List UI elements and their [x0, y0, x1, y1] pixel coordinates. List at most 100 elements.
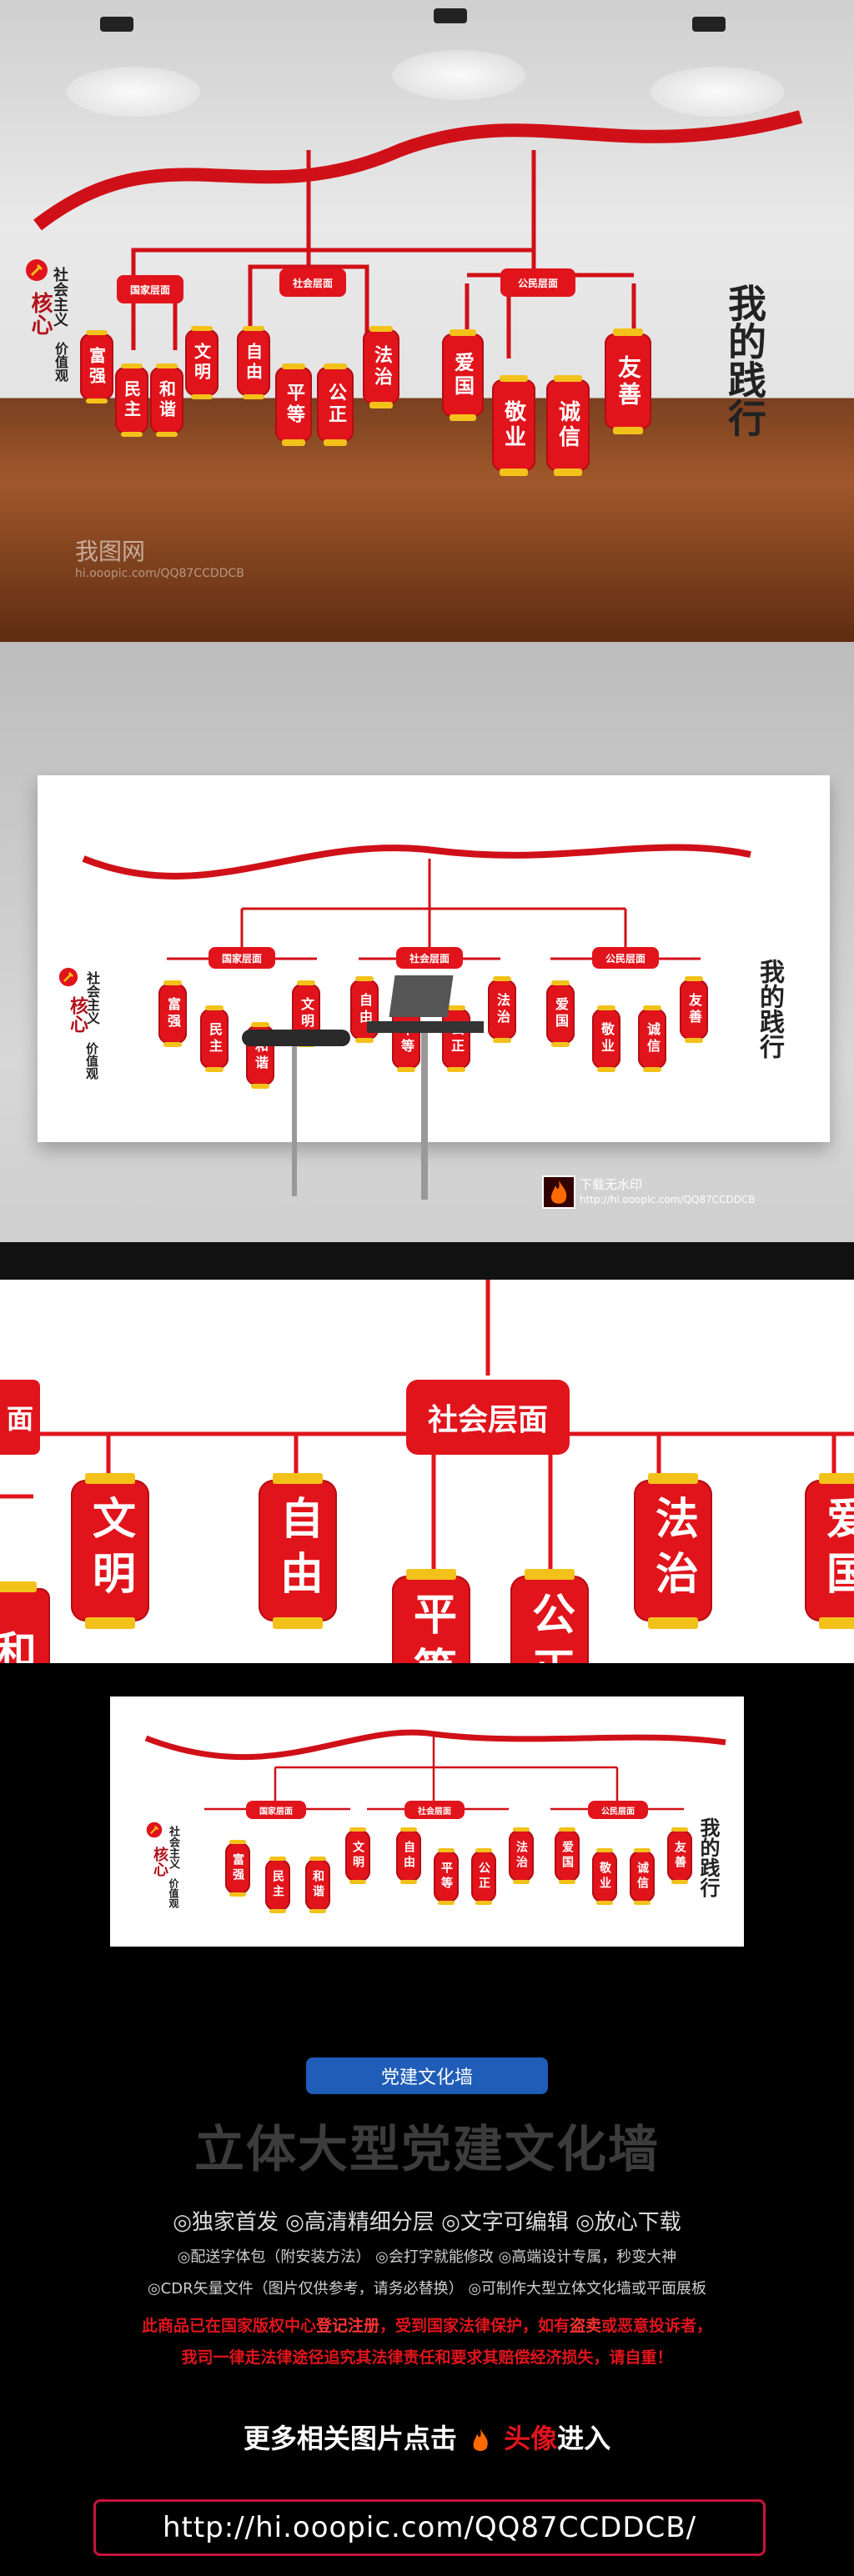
value-lantern: 敬业	[592, 1005, 620, 1072]
value-lantern: 爱国	[546, 980, 575, 1047]
value-lantern: 敬业	[492, 374, 535, 476]
value-lantern: 法治	[509, 1827, 534, 1885]
download-url[interactable]: http://hi.ooopic.com/QQ87CCDDCB	[580, 1194, 756, 1205]
value-lantern: 爱国	[805, 1472, 854, 1629]
shop-url[interactable]: http://hi.ooopic.com/QQ87CCDDCB/	[93, 2499, 766, 2556]
high-table	[367, 1021, 484, 1033]
watermark-logo: 我图网	[75, 538, 146, 565]
value-lantern: 文明	[185, 326, 219, 400]
level-badge-citizen: 公民层面	[592, 947, 659, 969]
slogan-core: 核心	[67, 996, 88, 1033]
hammer-sickle-icon	[58, 967, 78, 987]
more-text: 进入	[557, 2423, 611, 2454]
value-lantern: 和	[0, 1581, 50, 1663]
light-glow	[67, 67, 200, 117]
value-lantern: 诚信	[546, 374, 590, 476]
light-glow	[392, 50, 525, 100]
wall-frame	[33, 110, 803, 358]
slogan-values: 价值观	[84, 1042, 99, 1080]
value-lantern: 自由	[396, 1827, 421, 1885]
flat-board-frame	[144, 1729, 726, 1811]
hammer-sickle-icon	[146, 1822, 163, 1838]
promo-features: ◎独家首发 ◎高清精细分层 ◎文字可编辑 ◎放心下载	[173, 2210, 681, 2235]
bar-stool	[242, 1030, 350, 1046]
value-lantern: 自由	[237, 326, 270, 400]
calligraphy-my-practice: 我的践行	[755, 959, 784, 1059]
more-text: 更多相关图片点击	[243, 2423, 457, 2454]
spotlight	[100, 17, 133, 32]
level-badge-country: 国家层面	[117, 275, 183, 303]
value-lantern: 民主	[265, 1856, 290, 1914]
value-lantern: 自由	[259, 1472, 337, 1629]
wall-render-3d: 国家层面 社会层面 公民层面 富强 民主 和谐 文明 自由 平等 公正 法治 爱…	[0, 0, 854, 642]
table-leg	[421, 1033, 428, 1200]
value-lantern: 诚信	[638, 1005, 666, 1072]
value-lantern: 敬业	[592, 1847, 617, 1906]
download-label: 下载无水印	[580, 1177, 643, 1192]
value-lantern: 法治	[363, 325, 399, 408]
value-lantern: 诚信	[630, 1847, 655, 1906]
light-glow	[651, 67, 784, 117]
calligraphy-my-practice: 我的践行	[722, 283, 767, 437]
promo-features-3: ◎CDR矢量文件（图片仅供参考，请务必替换） ◎可制作大型立体文化墙或平面展板	[147, 2280, 707, 2298]
promo-section: 国家层面 社会层面 公民层面 富强 民主 和谐 文明 自由 平等 公正 法治 爱…	[0, 1663, 854, 2576]
value-lantern: 友善	[667, 1827, 692, 1885]
legal-notice-2: 我司一律走法律途径追究其法律责任和要求其赔偿经济损失，请自重！	[181, 2348, 673, 2367]
value-lantern: 爱国	[555, 1827, 580, 1885]
value-lantern: 民主	[115, 363, 148, 438]
level-badge-partial: 面	[0, 1380, 40, 1455]
value-lantern: 公正	[317, 363, 354, 446]
avatar-link-text[interactable]: 头像	[504, 2423, 558, 2454]
watermark-url: hi.ooopic.com/QQ87CCDDCB	[75, 567, 244, 580]
value-lantern: 富强	[225, 1839, 250, 1897]
legal-text: ，受到国家法律保护，如有	[379, 2317, 570, 2335]
board-frame	[82, 844, 751, 960]
more-images-link[interactable]: 更多相关图片点击 头像进入	[0, 2418, 854, 2456]
value-lantern: 富强	[158, 980, 187, 1047]
legal-highlight: 登记注册	[315, 2317, 379, 2335]
level-badge-society: 社会层面	[279, 268, 346, 297]
value-lantern: 富强	[80, 330, 113, 404]
value-lantern: 平等	[275, 363, 312, 446]
value-lantern: 平等	[434, 1847, 459, 1906]
laptop	[389, 975, 454, 1017]
value-lantern: 文明	[345, 1827, 370, 1885]
level-badge-country: 国家层面	[208, 947, 275, 969]
calligraphy-my-practice: 我的践行	[696, 1817, 721, 1897]
detail-closeup: 面 社会层面 和 文明 自由 平等 公正 法治 爱国	[0, 1280, 854, 1663]
level-badge-citizen: 公民层面	[500, 268, 575, 297]
fire-logo-icon	[542, 1175, 575, 1209]
spotlight	[434, 8, 467, 23]
stool-leg	[292, 1046, 297, 1196]
promo-title: 立体大型党建文化墙	[194, 2121, 660, 2179]
level-badge-citizen: 公民层面	[588, 1801, 648, 1819]
value-lantern: 友善	[605, 328, 651, 434]
legal-text: 或恶意投诉者，	[601, 2317, 713, 2335]
value-lantern: 法治	[488, 976, 516, 1043]
exhibition-board-render: 国家层面 社会层面 公民层面 富强 民主 和谐 文明 自由 平等 公正 法治 爱…	[0, 642, 854, 1242]
legal-notice-1: 此商品已在国家版权中心登记注册，受到国家法律保护，如有盗卖或恶意投诉者，	[0, 2313, 854, 2336]
slogan-core: 核心	[151, 1847, 168, 1877]
value-lantern: 和谐	[150, 363, 183, 438]
level-badge-society: 社会层面	[406, 1380, 570, 1455]
level-badge-society: 社会层面	[396, 947, 463, 969]
slogan-socialism: 社会主义	[167, 1826, 179, 1869]
value-lantern: 法治	[634, 1472, 712, 1629]
value-lantern: 友善	[680, 976, 708, 1043]
value-lantern: 爱国	[442, 329, 484, 421]
value-lantern: 公正	[510, 1568, 589, 1663]
value-lantern: 民主	[200, 1005, 229, 1072]
level-badge-country: 国家层面	[246, 1801, 306, 1819]
category-tag: 党建文化墙	[306, 2057, 548, 2094]
hammer-sickle-icon	[26, 259, 48, 281]
slogan-socialism: 社会主义	[51, 267, 68, 327]
slogan-values: 价值观	[168, 1878, 179, 1908]
spotlight	[692, 17, 726, 32]
value-lantern: 和谐	[305, 1856, 330, 1914]
fire-logo-icon	[473, 2428, 488, 2451]
slogan-core: 核心	[28, 292, 53, 335]
slogan-socialism: 社会主义	[84, 971, 100, 1025]
level-badge-society: 社会层面	[404, 1801, 465, 1819]
slogan-values: 价值观	[53, 342, 68, 382]
value-lantern: 平等	[392, 1568, 470, 1663]
